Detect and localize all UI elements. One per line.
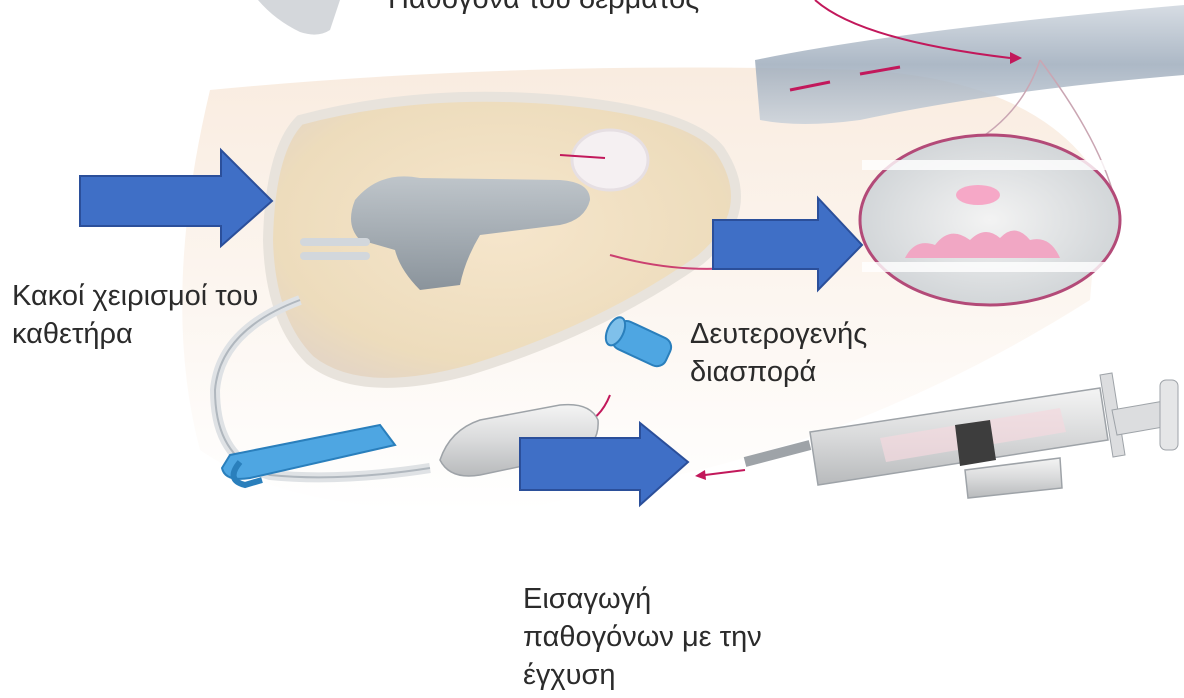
injection-arrowhead (695, 470, 706, 480)
catheter-lumen (300, 252, 370, 260)
label-line: καθετήρα (12, 315, 332, 353)
secondary-spread-label: Δευτερογενής διασπορά (690, 315, 950, 391)
label-line: Εισαγωγή (523, 580, 843, 618)
insertion-site (572, 130, 648, 190)
label-line: παθογόνων με την (523, 618, 843, 656)
syringe-small-cap (965, 458, 1062, 498)
catheter-handling-label: Κακοί χειρισμοί του καθετήρα (12, 277, 332, 353)
label-line: Δευτερογενής (690, 315, 950, 353)
label-line: Κακοί χειρισμοί του (12, 277, 332, 315)
label-line: διασπορά (690, 353, 950, 391)
injection-pathogens-label: Εισαγωγή παθογόνων με την έγχυση (523, 580, 843, 694)
vessel-magnifier (860, 135, 1120, 305)
device-fragment (258, 0, 340, 35)
skin-pathogens-label: Παθογόνα του δέρματος (388, 0, 699, 18)
pathogen (956, 185, 1000, 205)
catheter-lumen (300, 238, 370, 246)
label-line: έγχυση (523, 656, 843, 694)
injection-arrow (705, 470, 745, 475)
